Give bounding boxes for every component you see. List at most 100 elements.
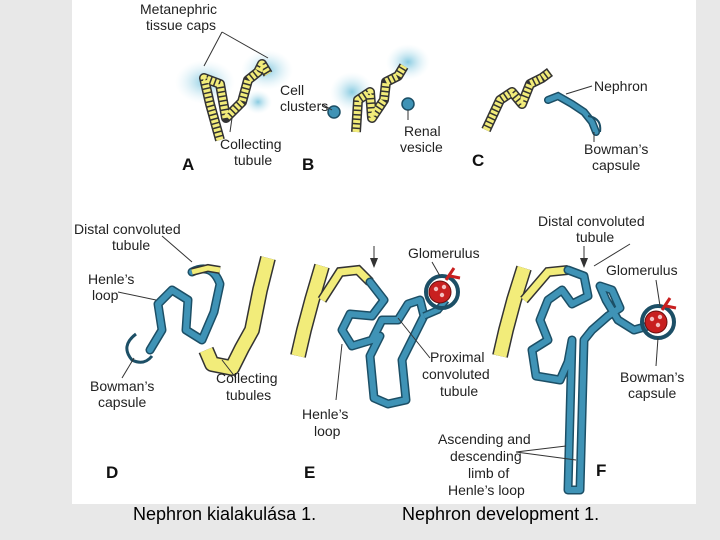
stage-a (175, 31, 293, 142)
arrow-head (580, 258, 588, 268)
figure-panel: Metanephric tissue caps Cell clusters Co… (72, 0, 696, 504)
collecting-tubule-fill (200, 60, 272, 141)
label-ascending-3: limb of (468, 465, 509, 481)
caption-english: Nephron development 1. (402, 504, 600, 524)
leader-line (221, 359, 237, 379)
leader-line (121, 357, 135, 379)
leader-line (229, 117, 233, 133)
collecting-tubule-branch-fill (319, 266, 373, 302)
label-distal-d-1: Distal convoluted (74, 221, 181, 237)
label-metanephric-1: Metanephric (140, 1, 217, 17)
arrow-head (370, 258, 378, 268)
bowman-capsule (424, 274, 460, 310)
label-henle-e-1: Henle’s (302, 406, 348, 422)
collecting-tubule-fill (482, 69, 553, 132)
label-ascending-2: descending (450, 448, 522, 464)
label-glomerulus-f: Glomerulus (606, 262, 678, 278)
leader-line (335, 343, 343, 401)
label-bowman-d-2: capsule (98, 394, 146, 410)
cell-cluster (327, 105, 341, 119)
panel-letter-b: B (302, 155, 314, 174)
collecting-tubule-fill (493, 266, 531, 358)
stage-f (492, 243, 677, 495)
leader-line (161, 235, 193, 263)
glomerulus-detail (657, 314, 663, 320)
afferent-vessel (444, 267, 461, 281)
nephron-tubule-fill (529, 267, 663, 493)
label-cell-2: clusters (280, 98, 328, 114)
collecting-tubule-branch-fill (521, 266, 569, 303)
cell-cluster (244, 90, 272, 114)
label-proximal-3: tubule (440, 383, 478, 399)
labels: Metanephric tissue caps Cell clusters Co… (74, 1, 684, 498)
label-henle-d-1: Henle’s (88, 271, 134, 287)
glomerulus-detail (441, 284, 447, 290)
nephron-tubule-fill (339, 279, 427, 407)
leader-line (221, 31, 269, 59)
label-glomerulus-e: Glomerulus (408, 245, 480, 261)
label-metanephric-2: tissue caps (146, 17, 216, 33)
label-renal-2: vesicle (400, 139, 443, 155)
label-henle-e-2: loop (314, 423, 341, 439)
glomerulus (428, 280, 452, 304)
label-bowman-d-1: Bowman’s (90, 378, 154, 394)
label-collecting-d-1: Collecting (216, 370, 277, 386)
leader-line (515, 451, 577, 461)
label-collecting-d-2: tubules (226, 387, 271, 403)
bowman-capsule (587, 115, 602, 133)
label-ascending-1: Ascending and (438, 431, 531, 447)
stage-c (481, 68, 602, 142)
glomerulus-detail (439, 292, 445, 298)
glomerulus-detail (655, 322, 661, 328)
leader-line (321, 103, 333, 111)
label-bowman-c-2: capsule (592, 157, 640, 173)
stage-d (117, 235, 276, 379)
glomerulus (644, 310, 668, 334)
stage-e (290, 246, 461, 409)
label-ascending-4: Henle’s loop (448, 482, 525, 498)
leader-line (655, 337, 659, 367)
nephron-tubule-fill (545, 93, 599, 135)
leader-line (397, 317, 431, 359)
leader-line (593, 243, 631, 267)
label-bowman-c-1: Bowman’s (584, 141, 648, 157)
caption-hungarian: Nephron kialakulása 1. (133, 504, 317, 524)
collecting-tubule-fill (352, 64, 408, 133)
glomerulus-detail (433, 286, 439, 292)
nephron-development-diagram: Metanephric tissue caps Cell clusters Co… (74, 1, 684, 498)
leader-line (431, 261, 441, 277)
leader-line (515, 445, 567, 453)
leader-line (117, 291, 157, 301)
leader-line (203, 31, 223, 67)
label-proximal-1: Proximal (430, 349, 484, 365)
label-bowman-f-2: capsule (628, 385, 676, 401)
glomerulus-detail (649, 316, 655, 322)
panel-letter-c: C (472, 151, 484, 170)
panel-letter-e: E (304, 463, 315, 482)
panel-letter-d: D (106, 463, 118, 482)
renal-vesicle (401, 97, 415, 111)
label-renal-1: Renal (404, 123, 441, 139)
afferent-vessel (660, 297, 677, 311)
nephron-tubule-fill (147, 266, 223, 353)
bowman-capsule (125, 332, 154, 364)
label-collecting-a-2: tubule (234, 152, 272, 168)
panel-letter-f: F (596, 461, 606, 480)
label-collecting-a-1: Collecting (220, 136, 281, 152)
label-proximal-2: convoluted (422, 366, 490, 382)
label-nephron: Nephron (594, 78, 648, 94)
distal-tubule-fill (191, 265, 221, 275)
collecting-tubule-fill (200, 256, 275, 375)
nephron-tubule-fill (423, 298, 448, 319)
leader-line (655, 279, 661, 307)
label-distal-d-2: tubule (112, 237, 150, 253)
leader-line (565, 85, 593, 95)
label-distal-f-2: tubule (576, 229, 614, 245)
collecting-tubule-fill (291, 264, 329, 358)
stage-b (321, 44, 430, 133)
label-distal-f-1: Distal convoluted (538, 213, 645, 229)
panel-letter-a: A (182, 155, 194, 174)
label-cell-1: Cell (280, 82, 304, 98)
label-bowman-f-1: Bowman’s (620, 369, 684, 385)
label-henle-d-2: loop (92, 287, 119, 303)
